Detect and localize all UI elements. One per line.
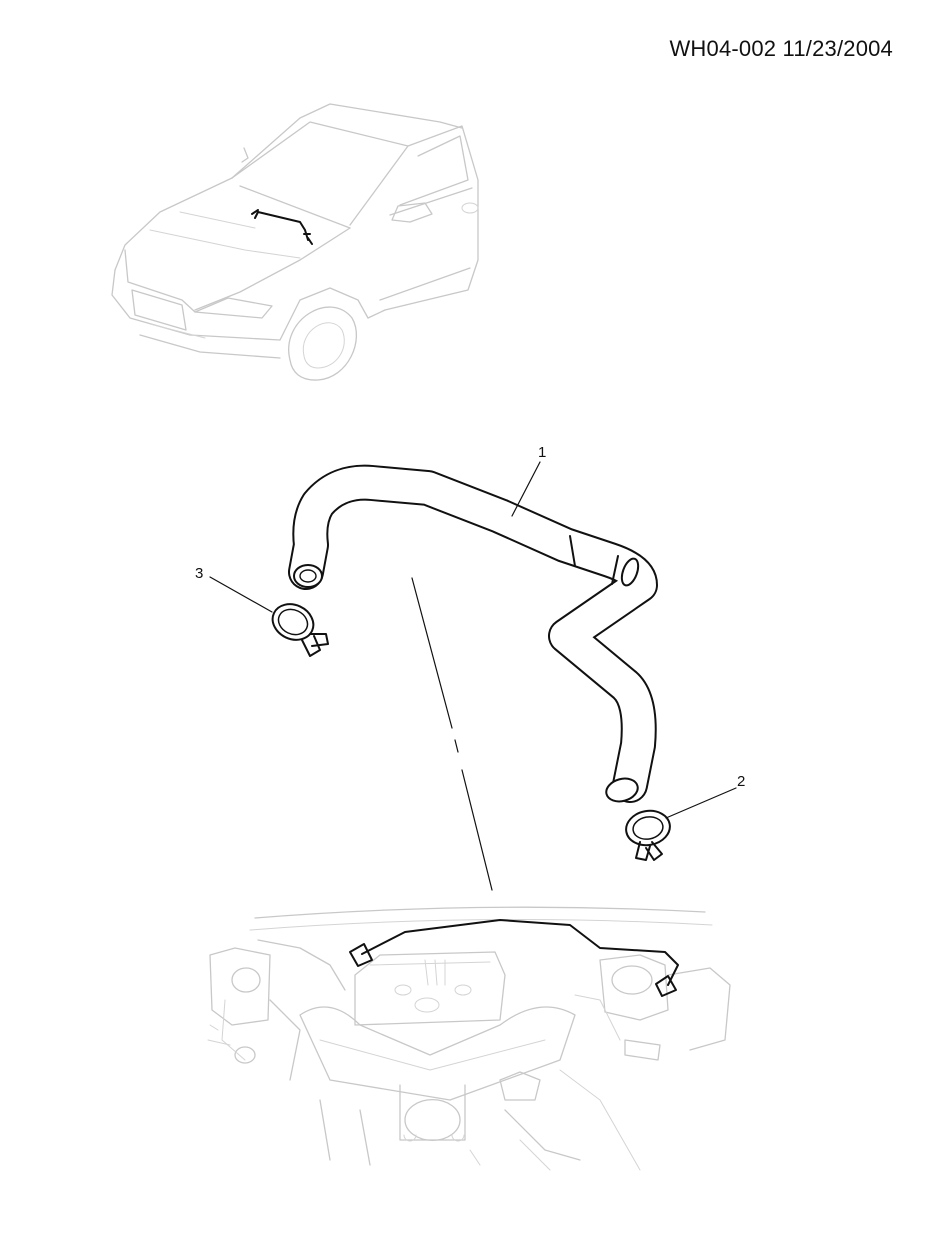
callout-2-label: 2 — [737, 773, 745, 790]
engine-bay-view — [207, 906, 731, 1171]
callout-3-label: 3 — [195, 565, 203, 582]
hose-end-right — [605, 777, 639, 803]
callout-leaders — [209, 461, 737, 891]
installed-hose — [361, 919, 679, 986]
hose-end-left — [293, 564, 323, 588]
callout-1-label: 1 — [538, 444, 546, 461]
clamp-part-2 — [625, 809, 671, 861]
callout-labels: 1 2 3 — [195, 444, 745, 790]
hose-joint — [569, 535, 619, 585]
hose-part — [288, 464, 658, 803]
clamp-part-3 — [271, 603, 329, 657]
vehicle-locator — [111, 103, 479, 381]
drawing-code: WH04-002 11/23/2004 — [669, 36, 893, 61]
